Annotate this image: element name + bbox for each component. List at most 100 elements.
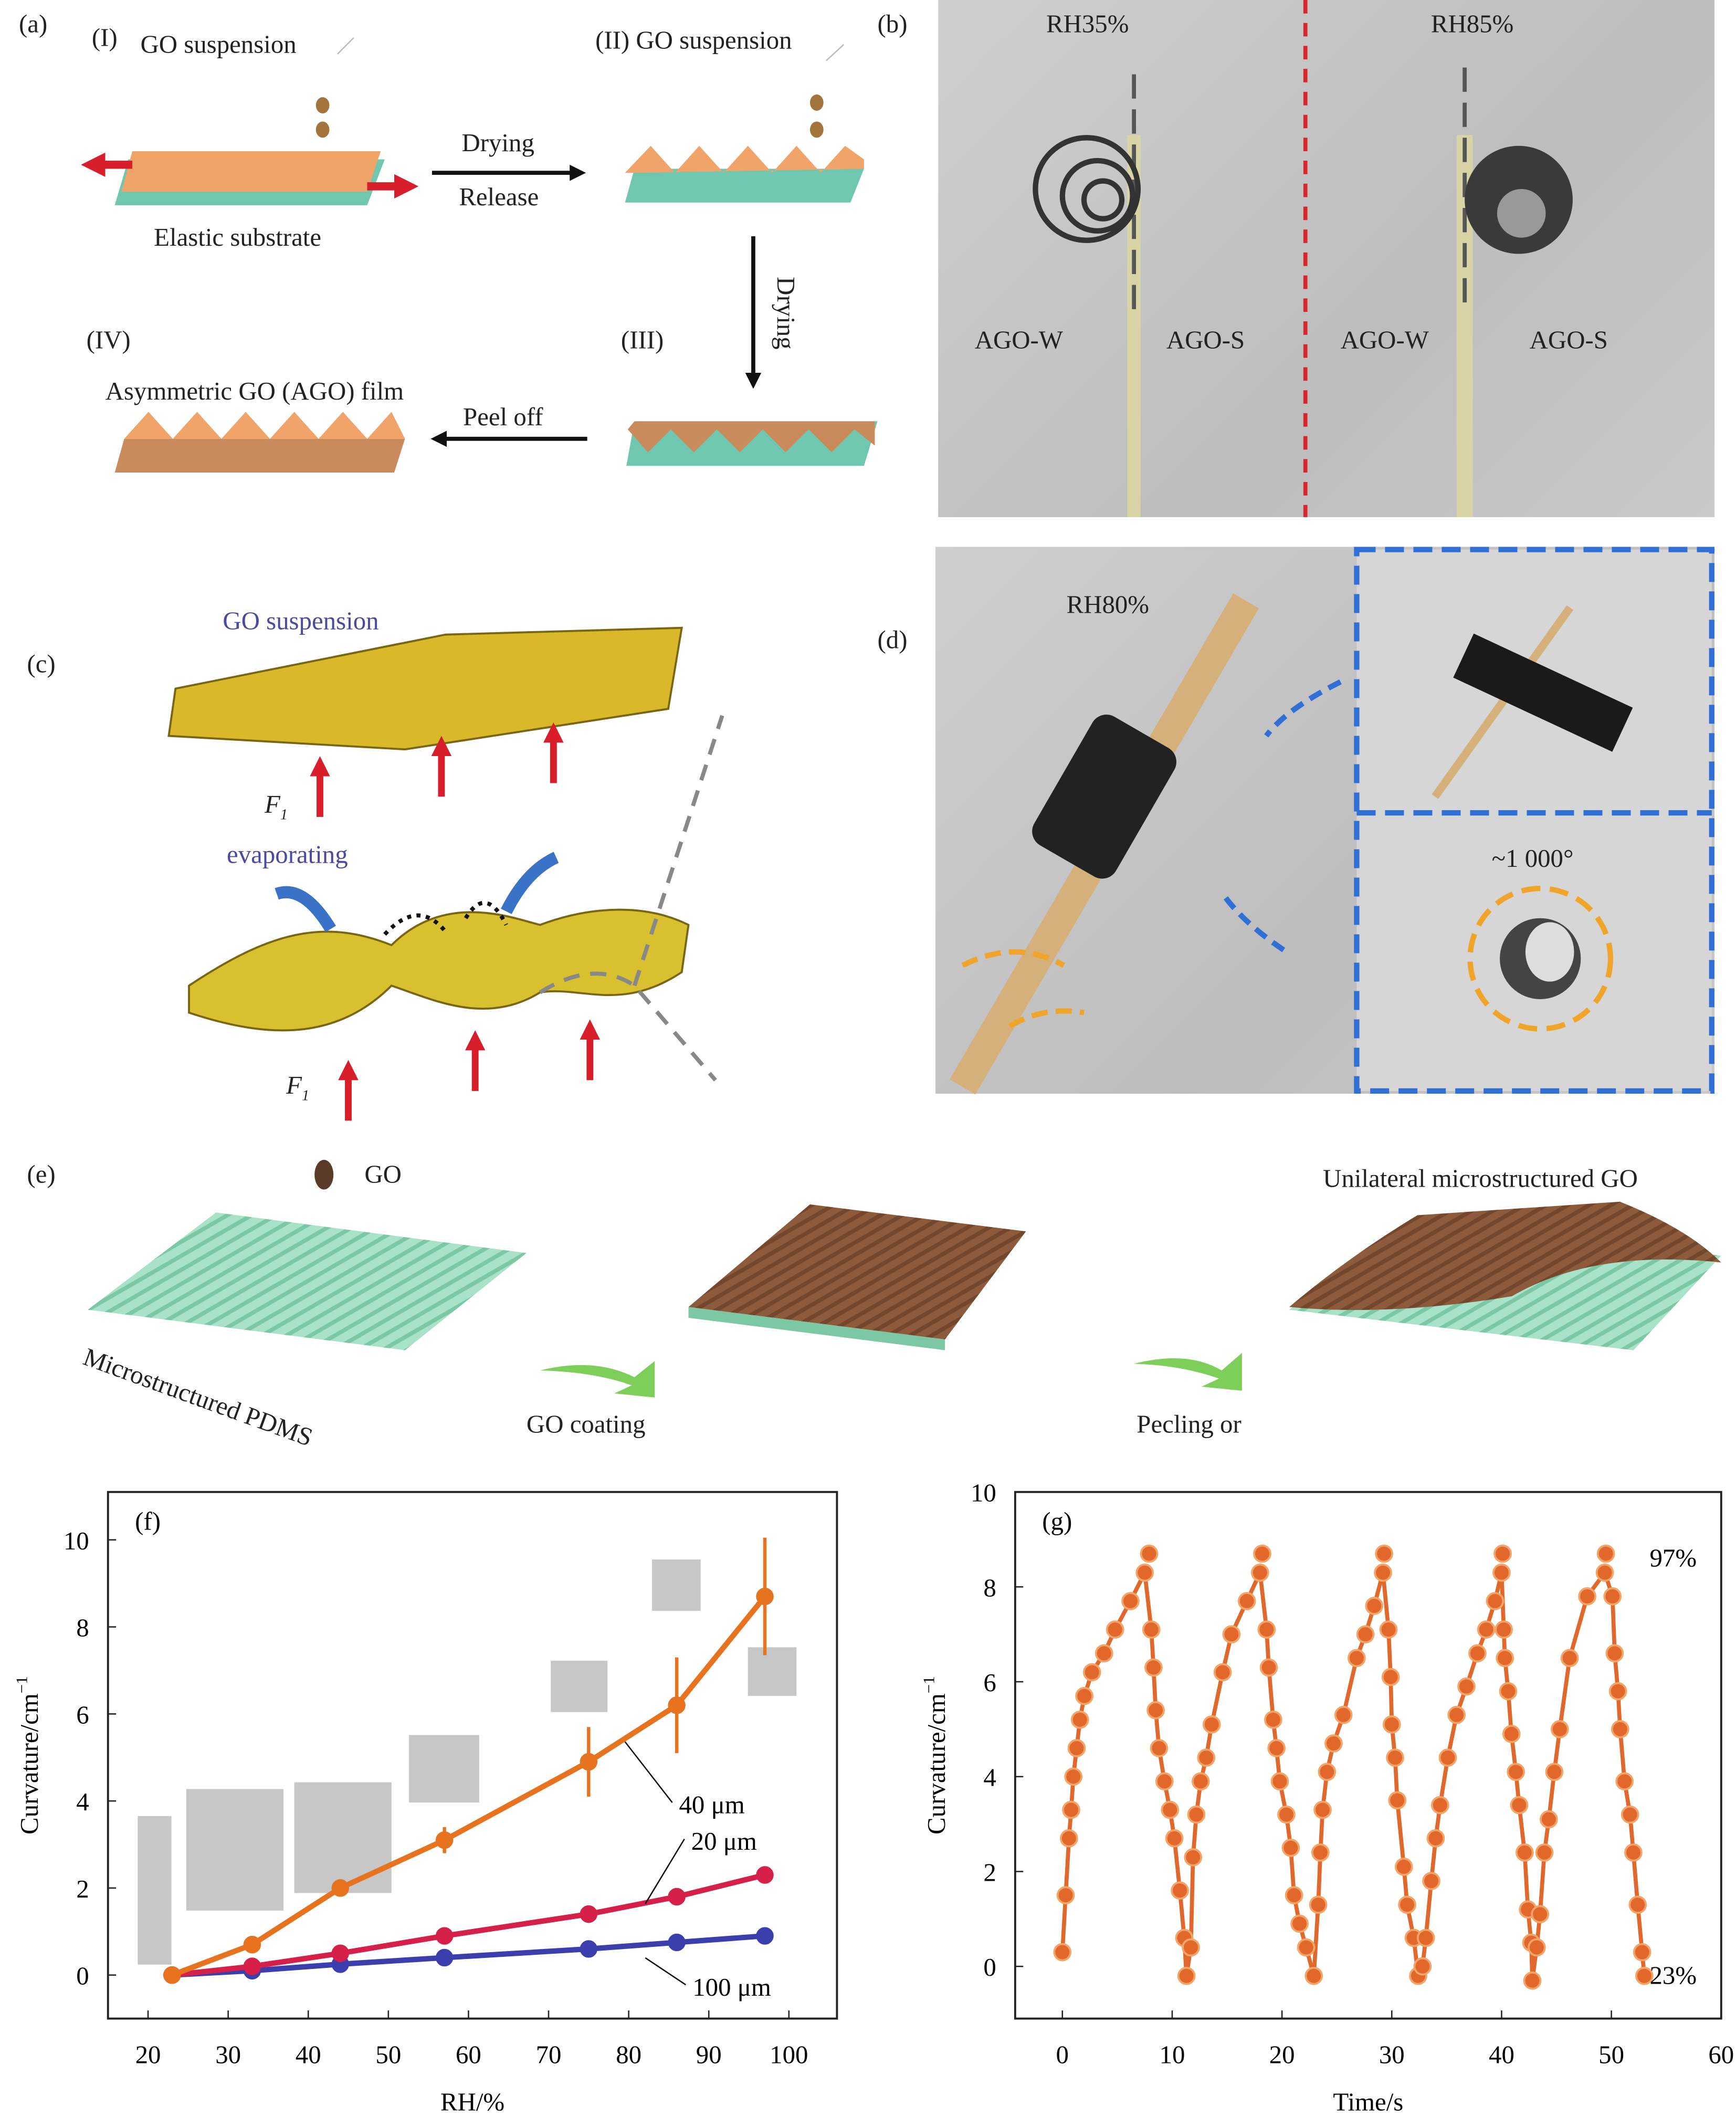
rotation-circle-icon bbox=[1467, 885, 1614, 1032]
data-point bbox=[1560, 1649, 1579, 1668]
data-point bbox=[1430, 1796, 1449, 1815]
data-point bbox=[1531, 1905, 1550, 1924]
step-4-label: (IV) bbox=[86, 327, 131, 355]
data-point bbox=[1615, 1772, 1634, 1791]
go-label: GO bbox=[364, 1161, 402, 1190]
panel-a-illustration bbox=[81, 37, 878, 473]
data-point bbox=[1507, 1763, 1525, 1781]
rolled-film bbox=[1032, 715, 1176, 879]
panel-b-photo-content bbox=[1033, 0, 1573, 517]
data-point bbox=[1605, 1644, 1624, 1663]
y-tick-label: 4 bbox=[983, 1763, 996, 1792]
data-point bbox=[435, 1831, 454, 1849]
annotation-23: 23% bbox=[1649, 1961, 1697, 1990]
y-tick-label: 6 bbox=[76, 1700, 89, 1729]
data-point bbox=[1416, 1929, 1435, 1947]
data-point bbox=[1285, 1886, 1303, 1904]
data-point bbox=[1056, 1886, 1075, 1904]
ago-s-right-label: AGO-S bbox=[1529, 327, 1608, 355]
data-point bbox=[1075, 1686, 1093, 1705]
data-point bbox=[668, 1933, 686, 1952]
step-2-label: (II) GO suspension bbox=[595, 27, 792, 56]
droplets-step2-icon bbox=[809, 44, 845, 138]
data-point bbox=[580, 1753, 598, 1771]
step-3-label: (III) bbox=[620, 327, 664, 355]
rh80-label: RH80% bbox=[1066, 591, 1150, 620]
data-point bbox=[1277, 1805, 1296, 1824]
peak-marker bbox=[1140, 1544, 1159, 1563]
data-point bbox=[668, 1696, 686, 1714]
data-point bbox=[1144, 1658, 1163, 1677]
data-point bbox=[331, 1944, 349, 1962]
coated-film-step3 bbox=[626, 421, 878, 466]
data-point bbox=[1633, 1943, 1651, 1962]
data-point bbox=[1394, 1858, 1413, 1876]
data-point bbox=[1064, 1767, 1083, 1786]
data-point bbox=[1382, 1715, 1401, 1734]
data-point bbox=[1611, 1720, 1629, 1738]
y-tick-label: 2 bbox=[983, 1858, 996, 1887]
data-point bbox=[1540, 1810, 1558, 1829]
data-point bbox=[1290, 1914, 1309, 1933]
evaporation-arrow-left-icon bbox=[275, 886, 336, 932]
data-point bbox=[243, 1957, 261, 1975]
rotation-angle-label: ~1 000° bbox=[1491, 845, 1574, 874]
data-point bbox=[668, 1888, 686, 1906]
panel-d-label: (d) bbox=[877, 626, 908, 655]
data-point bbox=[1062, 1800, 1080, 1819]
inset-photo bbox=[138, 1816, 172, 1965]
data-point bbox=[1635, 1966, 1654, 1985]
x-tick-label: 60 bbox=[1708, 2040, 1734, 2069]
inset-box bbox=[1354, 547, 1714, 1094]
panel-e-illustration bbox=[88, 1160, 1721, 1398]
x-tick-label: 90 bbox=[696, 2040, 722, 2069]
data-point bbox=[1311, 1843, 1330, 1862]
panel-e-label: (e) bbox=[27, 1161, 56, 1190]
x-tick-label: 30 bbox=[215, 2040, 241, 2069]
peak-marker bbox=[1596, 1544, 1615, 1563]
inset-photo bbox=[186, 1789, 284, 1911]
x-tick-label: 100 bbox=[770, 2040, 808, 2069]
x-tick-label: 20 bbox=[1269, 2040, 1295, 2069]
data-point bbox=[1374, 1563, 1392, 1582]
release-label: Release bbox=[459, 183, 539, 212]
substrate-label: Elastic substrate bbox=[154, 224, 322, 253]
data-point bbox=[1264, 1710, 1282, 1729]
coil-right-icon bbox=[1465, 145, 1573, 254]
panel-label: (g) bbox=[1042, 1507, 1072, 1536]
data-point bbox=[1603, 1587, 1622, 1606]
humidity-photo bbox=[938, 0, 1714, 517]
data-point bbox=[1621, 1805, 1639, 1824]
data-point bbox=[1161, 1800, 1180, 1819]
go-sheet-wavy bbox=[188, 908, 690, 1032]
data-point bbox=[1257, 1620, 1276, 1639]
inset-photo bbox=[652, 1559, 701, 1611]
data-point bbox=[1142, 1620, 1161, 1639]
data-point bbox=[1267, 1739, 1286, 1757]
data-point bbox=[1608, 1682, 1627, 1701]
rh35-label: RH35% bbox=[1046, 11, 1129, 39]
data-point bbox=[1106, 1620, 1124, 1639]
data-point bbox=[1313, 1800, 1332, 1819]
x-tick-label: 0 bbox=[1056, 2040, 1069, 2069]
y-tick-label: 2 bbox=[76, 1874, 89, 1903]
data-point bbox=[1510, 1796, 1529, 1815]
data-point bbox=[1184, 1848, 1203, 1867]
series-label: 20 μm bbox=[691, 1827, 757, 1856]
drying-label: Drying bbox=[461, 129, 534, 158]
data-point bbox=[1426, 1829, 1445, 1848]
peak-marker bbox=[1493, 1544, 1512, 1563]
y-tick-label: 0 bbox=[76, 1962, 89, 1990]
ago-film bbox=[114, 412, 405, 473]
data-point bbox=[1259, 1658, 1278, 1677]
data-point bbox=[1624, 1843, 1643, 1862]
unilateral-go-label: Unilateral microstructured GO bbox=[1323, 1165, 1638, 1194]
data-point bbox=[1516, 1843, 1534, 1862]
data-point bbox=[1059, 1829, 1078, 1848]
go-sheet-flat bbox=[167, 626, 683, 751]
capillary-dotted-arrow bbox=[383, 900, 508, 936]
ago-s-left-label: AGO-S bbox=[1166, 327, 1245, 355]
peak-marker bbox=[1375, 1544, 1394, 1563]
data-point bbox=[163, 1966, 181, 1984]
